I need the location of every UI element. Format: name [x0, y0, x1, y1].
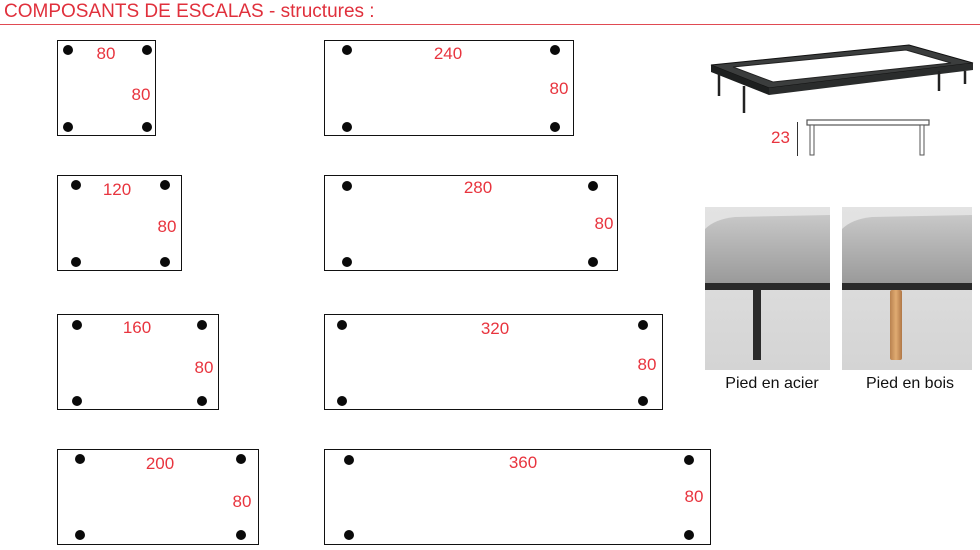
- leg-dot: [337, 320, 347, 330]
- structure-200x80: 200 80: [57, 449, 259, 545]
- leg-dot: [638, 320, 648, 330]
- leg-dot: [142, 122, 152, 132]
- leg-dot: [236, 530, 246, 540]
- structure-280x80: 280 80: [324, 175, 618, 271]
- leg-dot: [71, 180, 81, 190]
- height-dimension-line: [797, 122, 798, 156]
- depth-label: 80: [232, 492, 252, 511]
- leg-dot: [71, 257, 81, 267]
- frame-side-elevation: [806, 119, 930, 156]
- width-label: 160: [122, 318, 152, 337]
- page-title: COMPOSANTS DE ESCALAS - structures :: [4, 1, 375, 22]
- leg-dot: [588, 257, 598, 267]
- structure-160x80: 160 80: [57, 314, 219, 410]
- height-label: 23: [771, 128, 790, 147]
- structure-320x80: 320 80: [324, 314, 663, 410]
- depth-label: 80: [549, 79, 569, 98]
- leg-dot: [72, 396, 82, 406]
- width-label: 240: [433, 44, 463, 63]
- depth-label: 80: [157, 217, 177, 236]
- leg-dot: [160, 257, 170, 267]
- leg-dot: [63, 45, 73, 55]
- frame-perspective-illustration: [710, 44, 974, 113]
- depth-label: 80: [594, 214, 614, 233]
- structure-120x80: 120 80: [57, 175, 182, 271]
- depth-label: 80: [131, 85, 151, 104]
- wood-foot-photo: [842, 207, 972, 370]
- leg-dot: [684, 530, 694, 540]
- leg-dot: [588, 181, 598, 191]
- leg-dot: [236, 454, 246, 464]
- leg-dot: [63, 122, 73, 132]
- leg-dot: [342, 122, 352, 132]
- leg-dot: [550, 45, 560, 55]
- leg-dot: [638, 396, 648, 406]
- leg-dot: [344, 530, 354, 540]
- width-label: 80: [96, 44, 116, 63]
- leg-dot: [160, 180, 170, 190]
- width-label: 360: [508, 453, 538, 472]
- depth-label: 80: [194, 358, 214, 377]
- leg-dot: [684, 455, 694, 465]
- depth-label: 80: [637, 355, 657, 374]
- depth-label: 80: [684, 487, 704, 506]
- structure-80x80: 80 80: [57, 40, 156, 136]
- width-label: 200: [145, 454, 175, 473]
- leg-dot: [197, 320, 207, 330]
- leg-dot: [550, 122, 560, 132]
- leg-dot: [72, 320, 82, 330]
- leg-dot: [342, 257, 352, 267]
- leg-dot: [75, 454, 85, 464]
- leg-dot: [337, 396, 347, 406]
- width-label: 280: [463, 178, 493, 197]
- title-underline: [0, 24, 980, 25]
- leg-dot: [342, 181, 352, 191]
- steel-foot-photo: [705, 207, 830, 370]
- leg-dot: [342, 45, 352, 55]
- leg-dot: [142, 45, 152, 55]
- leg-dot: [197, 396, 207, 406]
- width-label: 120: [102, 180, 132, 199]
- structure-240x80: 240 80: [324, 40, 574, 136]
- steel-foot-image: [705, 207, 830, 370]
- steel-foot-caption: Pied en acier: [725, 375, 819, 392]
- leg-dot: [344, 455, 354, 465]
- wood-foot-caption: Pied en bois: [865, 375, 955, 392]
- width-label: 320: [480, 319, 510, 338]
- wood-foot-image: [842, 207, 972, 370]
- structure-360x80: 360 80: [324, 449, 711, 545]
- leg-dot: [75, 530, 85, 540]
